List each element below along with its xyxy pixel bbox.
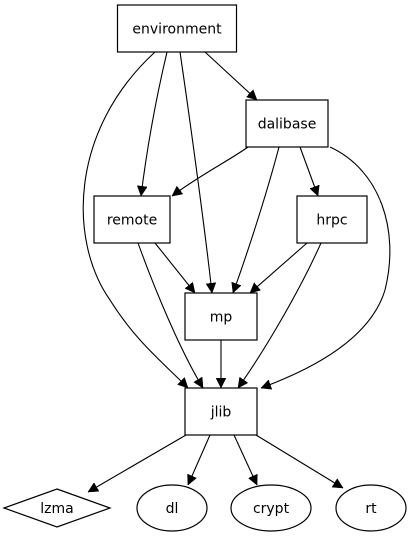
node-dl-label: dl (166, 501, 179, 517)
node-hrpc: hrpc (296, 195, 368, 244)
node-dl-shape (136, 484, 208, 532)
node-jlib-label: jlib (210, 405, 232, 421)
node-dalibase: dalibase (245, 99, 329, 148)
edge-jlib-to-rt (255, 434, 343, 489)
edge-environment-to-jlib (82, 51, 188, 388)
node-crypt: crypt (230, 484, 312, 532)
edge-dalibase-to-hrpc (299, 146, 318, 196)
edges-layer (82, 51, 391, 493)
node-hrpc-shape (296, 195, 368, 244)
node-lzma: lzma (2, 488, 112, 528)
edge-remote-to-mp (154, 242, 196, 293)
edge-environment-to-dalibase (204, 51, 257, 101)
node-mp: mp (184, 292, 258, 341)
edge-jlib-to-dl (188, 434, 211, 485)
edge-dalibase-to-jlib (261, 146, 391, 388)
node-crypt-shape (230, 484, 312, 532)
edge-hrpc-to-jlib (237, 242, 322, 388)
node-dl: dl (136, 484, 208, 532)
node-environment-label: environment (132, 22, 222, 38)
node-rt-shape (335, 484, 407, 532)
node-dalibase-label: dalibase (258, 117, 317, 133)
node-lzma-label: lzma (40, 501, 73, 517)
node-lzma-shape (2, 488, 112, 528)
node-remote-shape (93, 195, 171, 244)
node-rt: rt (335, 484, 407, 532)
edge-dalibase-to-remote (172, 146, 249, 197)
node-environment-shape (116, 4, 238, 53)
node-hrpc-label: hrpc (316, 213, 347, 229)
node-remote: remote (93, 195, 171, 244)
node-dalibase-shape (245, 99, 329, 148)
edge-dalibase-to-mp (233, 146, 280, 293)
node-environment: environment (116, 4, 238, 53)
node-rt-label: rt (365, 501, 377, 517)
edge-jlib-to-crypt (233, 434, 257, 485)
edge-remote-to-jlib (137, 242, 204, 388)
edge-hrpc-to-mp (250, 242, 308, 294)
node-mp-shape (184, 292, 258, 341)
edge-environment-to-mp (179, 51, 212, 293)
node-crypt-label: crypt (253, 501, 290, 517)
node-jlib: jlib (184, 387, 258, 436)
node-mp-label: mp (210, 310, 233, 326)
node-remote-label: remote (107, 213, 157, 229)
edge-environment-to-remote (141, 51, 168, 196)
nodes-layer: environment dalibase remote hrpc mp jlib lzma d… (2, 4, 407, 532)
node-jlib-shape (184, 387, 258, 436)
edge-jlib-to-lzma (88, 434, 187, 493)
